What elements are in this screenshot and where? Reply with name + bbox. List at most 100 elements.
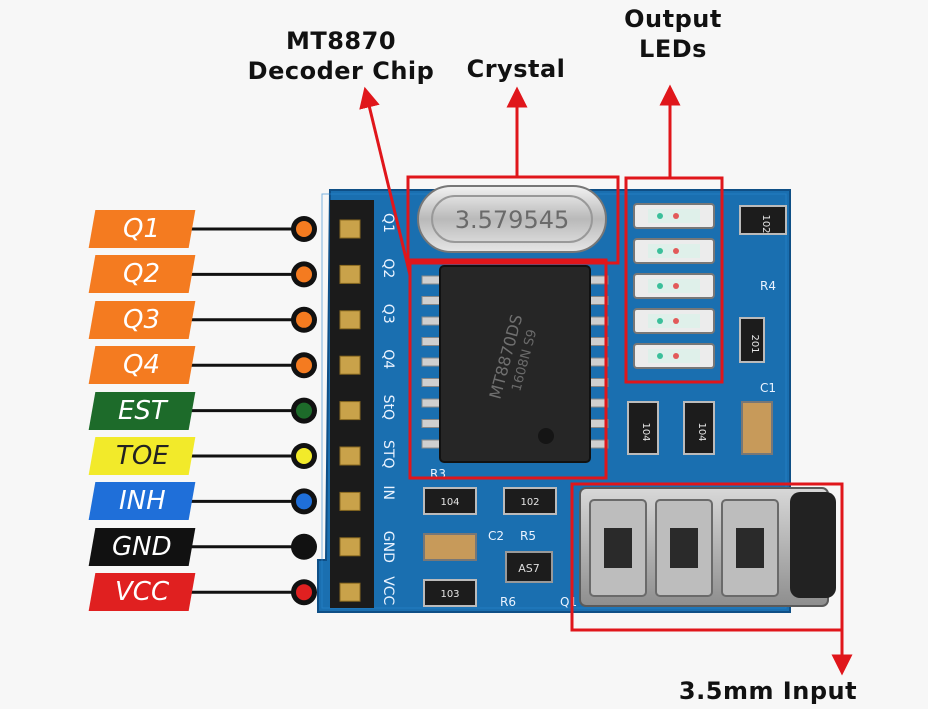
silk-label: Q2 — [380, 258, 396, 278]
pin-dot — [296, 402, 312, 419]
pin-label-q1: Q1 — [88, 210, 196, 248]
output-leds-label-line1: Output — [624, 5, 722, 33]
pin-dot — [296, 221, 312, 237]
header-pin — [339, 264, 361, 284]
header-pin — [339, 446, 361, 466]
led-die — [657, 283, 663, 289]
silk-label: Q3 — [380, 304, 396, 324]
smd-resistor — [739, 317, 765, 363]
led-die — [657, 248, 663, 254]
pin-label-text: INH — [118, 486, 166, 517]
pin-label-vcc: VCC — [88, 573, 196, 612]
decoder-chip-label-line1: MT8870 — [285, 27, 397, 55]
header-pin — [339, 310, 361, 330]
pin-dot — [296, 448, 312, 464]
transistor-marking: AS7 — [518, 562, 540, 575]
resistor-code: 102 — [520, 497, 539, 508]
pin-dot — [296, 357, 312, 374]
resistor-code: 103 — [440, 589, 459, 600]
ref-designator: R4 — [760, 279, 776, 293]
pin-label-text: EST — [117, 395, 167, 426]
jack-clip-window — [604, 528, 632, 568]
silk-label: IN — [380, 485, 396, 500]
silk-label: StQ — [380, 395, 396, 420]
resistor-code: 201 — [749, 334, 760, 353]
header-pin — [339, 219, 361, 239]
header-pin — [339, 401, 361, 421]
crystal-marking: 3.579545 — [455, 206, 570, 234]
input-label: 3.5mm Input — [678, 677, 858, 705]
pin-label-text: Q4 — [123, 350, 161, 381]
pin-label-q3: Q3 — [88, 300, 196, 339]
pin-label-text: TOE — [115, 441, 169, 471]
smd-resistor — [423, 579, 477, 607]
pin-header — [330, 200, 374, 608]
smd-resistor — [683, 401, 715, 455]
ref-designator: R6 — [500, 595, 516, 609]
smd-resistor — [503, 487, 557, 515]
highlight-boxes — [406, 175, 844, 632]
crystal-highlight — [406, 175, 620, 265]
pin-dot — [296, 493, 312, 510]
output-leds-label-line2: LEDs — [639, 35, 707, 63]
ref-designator: C1 — [760, 381, 776, 395]
pin-label-q2: Q2 — [88, 255, 196, 294]
pin-label-text: Q1 — [123, 214, 161, 244]
header-pin — [339, 582, 361, 602]
pin-connectors — [188, 216, 317, 606]
led-die — [657, 213, 663, 219]
crystal-label: Crystal — [466, 55, 566, 83]
resistor-code: 102 — [760, 214, 771, 233]
pin-label-toe: TOE — [88, 437, 196, 475]
led-die — [673, 248, 679, 254]
led-die — [673, 283, 679, 289]
led-die — [657, 318, 663, 324]
resistor-code: 104 — [696, 422, 707, 441]
pin-dot — [296, 266, 312, 283]
chip-highlight — [408, 258, 608, 480]
input-highlight — [570, 482, 844, 632]
leds-highlight — [624, 176, 724, 384]
header-pin — [339, 491, 361, 511]
ref-designator: Q1 — [560, 595, 577, 609]
pin-label-text: VCC — [114, 577, 170, 608]
pin-dot — [296, 538, 312, 555]
silk-label: Q1 — [380, 213, 396, 233]
smd-transistor — [505, 551, 553, 583]
ref-designator: R5 — [520, 529, 536, 543]
smd-capacitor — [423, 533, 477, 561]
pin-label-q4: Q4 — [88, 346, 196, 385]
smd-capacitor — [741, 401, 773, 455]
audio-jack — [579, 487, 836, 607]
crystal-component: 3.579545 — [417, 185, 607, 253]
silk-label: STQ — [380, 440, 396, 468]
pin-label-text: Q3 — [123, 304, 161, 335]
ref-designator: C2 — [488, 529, 504, 543]
output-led-array — [633, 203, 715, 369]
resistor-code: 104 — [640, 422, 651, 441]
led-die — [657, 353, 663, 359]
jack-clip-window — [736, 528, 764, 568]
header-pin — [339, 537, 361, 557]
led-die — [673, 353, 679, 359]
annotation-arrows — [359, 84, 853, 676]
pin-label-inh: INH — [88, 482, 196, 521]
header-pin — [339, 355, 361, 375]
silk-label: GND — [380, 531, 396, 563]
decoder-chip-label: MT8870 Decoder Chip — [226, 26, 456, 86]
smd-resistor — [423, 487, 477, 515]
silk-label: VCC — [380, 576, 396, 605]
led-die — [673, 318, 679, 324]
mt8870-chip: MT8870DS 1608N S9 — [439, 265, 591, 463]
pin-label-text: GND — [112, 531, 172, 562]
jack-clip-window — [670, 528, 698, 568]
pin-dot — [296, 584, 312, 601]
pin-label-gnd: GND — [88, 527, 196, 566]
output-leds-label: Output LEDs — [600, 4, 746, 64]
pin-label-text: Q2 — [123, 259, 161, 290]
chip-pins — [421, 275, 609, 449]
pin-label-est: EST — [88, 391, 196, 430]
